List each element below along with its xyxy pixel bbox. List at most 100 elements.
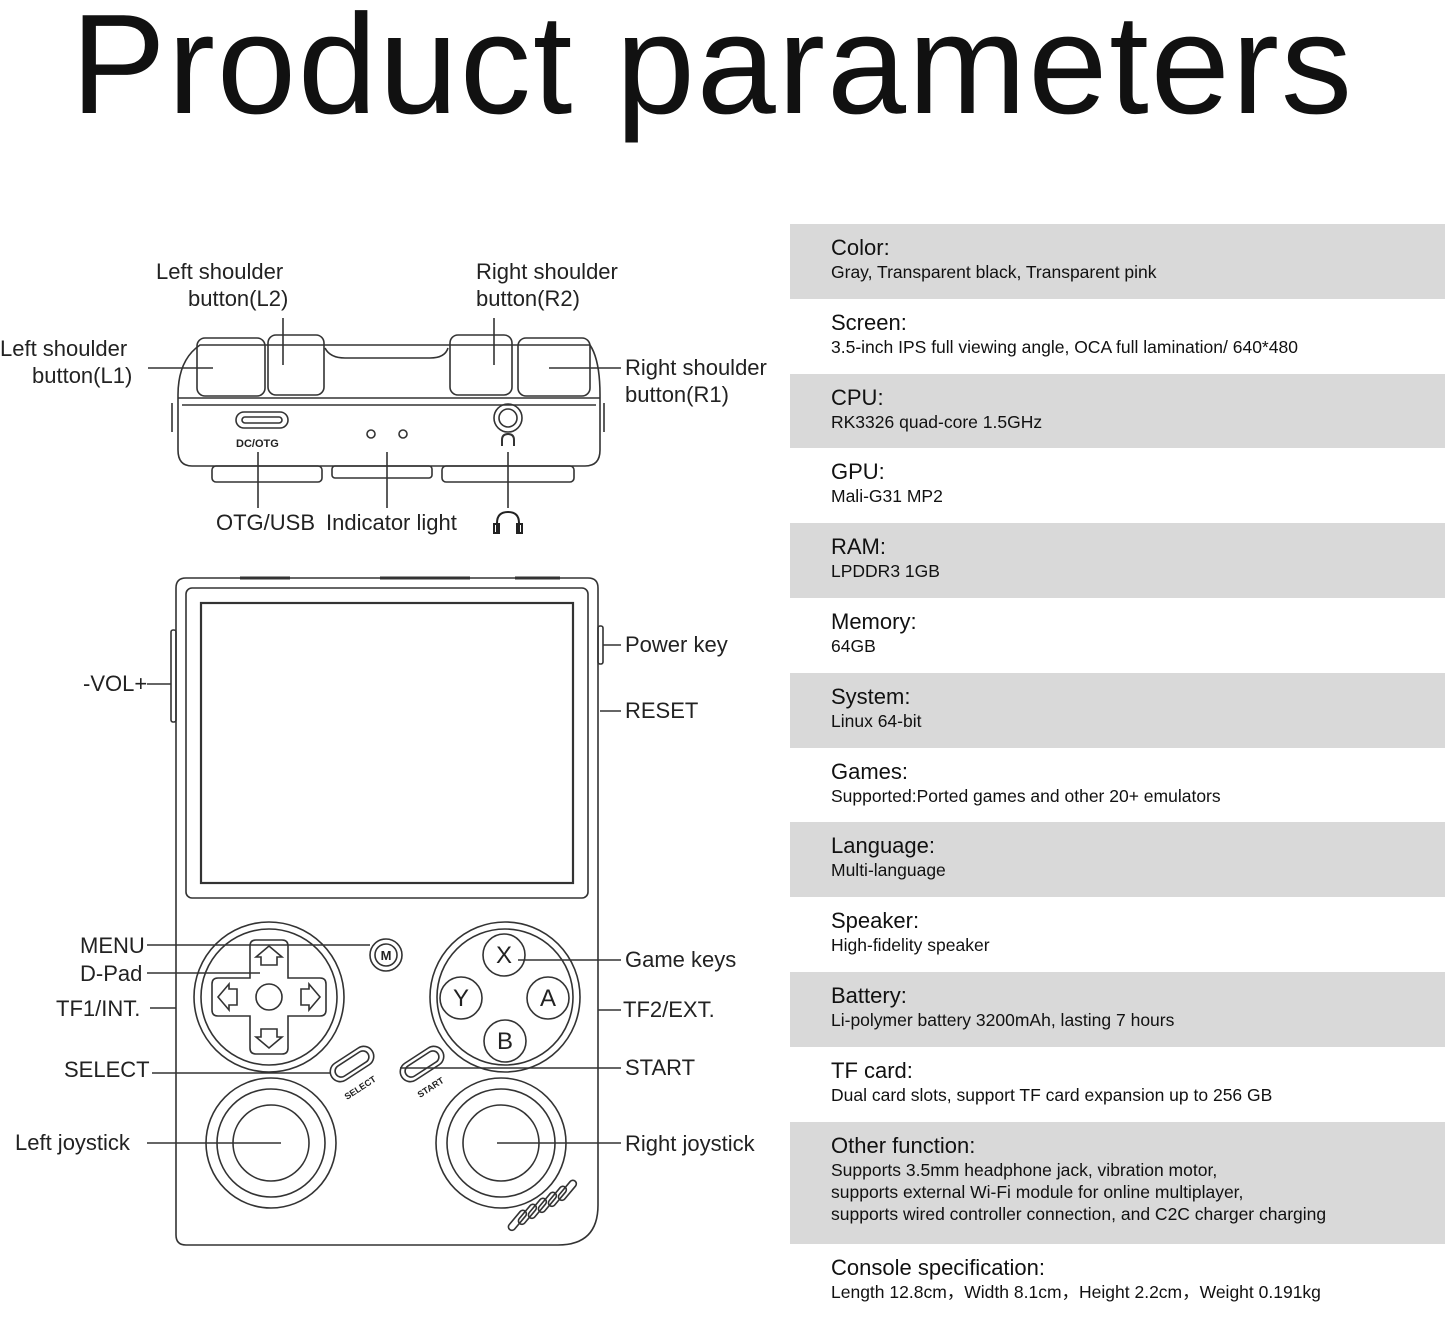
l2-button bbox=[267, 334, 325, 396]
r2-button bbox=[449, 334, 513, 396]
label-reset: RESET bbox=[625, 698, 698, 723]
b-button-letter: B bbox=[497, 1028, 513, 1055]
label-power-key: Power key bbox=[625, 632, 728, 657]
spec-value: Length 12.8cm，Width 8.1cm，Height 2.2cm，W… bbox=[831, 1281, 1321, 1302]
l1-button bbox=[196, 337, 266, 397]
spec-label: Battery: bbox=[831, 982, 907, 1008]
spec-row-battery: Battery: Li-polymer battery 3200mAh, las… bbox=[790, 971, 1445, 1047]
headphone-icon-small bbox=[501, 432, 515, 446]
left-arrow-icon bbox=[216, 981, 238, 1013]
spec-value: Supports 3.5mm headphone jack, vibration… bbox=[831, 1159, 1327, 1224]
headphone-icon bbox=[493, 510, 523, 534]
down-arrow-icon bbox=[253, 1028, 285, 1050]
label-l2-line1: Left shoulder bbox=[156, 259, 283, 284]
spec-label: CPU: bbox=[831, 384, 884, 410]
a-button-letter: A bbox=[540, 985, 556, 1012]
spec-row-system: System: Linux 64-bit bbox=[790, 672, 1445, 748]
spec-row-console-specification: Console specification: Length 12.8cm，Wid… bbox=[790, 1244, 1445, 1318]
select-button bbox=[329, 1045, 375, 1083]
spec-label: GPU: bbox=[831, 459, 885, 485]
label-r1-line2: button(R1) bbox=[625, 382, 729, 407]
right-arrow-icon bbox=[300, 981, 322, 1013]
screen-bezel bbox=[185, 587, 589, 899]
label-tf2: TF2/EXT. bbox=[623, 997, 715, 1022]
speaker-grille bbox=[507, 1179, 578, 1232]
menu-button bbox=[369, 938, 403, 972]
spec-label: Speaker: bbox=[831, 908, 920, 934]
x-button bbox=[482, 933, 526, 977]
spec-value: Supported:Ported games and other 20+ emu… bbox=[831, 785, 1221, 806]
a-button bbox=[526, 976, 570, 1020]
volume-buttons bbox=[170, 629, 177, 723]
spec-label: Language: bbox=[831, 833, 935, 859]
label-r2-line1: Right shoulder bbox=[476, 259, 618, 284]
spec-row-tf-card: TF card: Dual card slots, support TF car… bbox=[790, 1047, 1445, 1122]
label-right-joystick: Right joystick bbox=[625, 1131, 756, 1156]
spec-value: 64GB bbox=[831, 635, 876, 656]
menu-button-letter: M bbox=[381, 948, 392, 963]
label-vol: -VOL+ bbox=[83, 671, 147, 696]
spec-row-other-function: Other function: Supports 3.5mm headphone… bbox=[790, 1121, 1445, 1244]
spec-row-screen: Screen: 3.5-inch IPS full viewing angle,… bbox=[790, 299, 1445, 374]
d-pad bbox=[193, 921, 345, 1073]
spec-value: RK3326 quad-core 1.5GHz bbox=[831, 411, 1043, 432]
headphone-jack bbox=[493, 403, 523, 433]
label-l1-line2: button(L1) bbox=[32, 363, 132, 388]
label-tf1: TF1/INT. bbox=[56, 996, 140, 1021]
spec-value: Multi-language bbox=[831, 860, 946, 881]
spec-row-speaker: Speaker: High-fidelity speaker bbox=[790, 897, 1445, 972]
start-button bbox=[399, 1045, 445, 1083]
spec-value: Li-polymer battery 3200mAh, lasting 7 ho… bbox=[831, 1009, 1175, 1030]
x-button-letter: X bbox=[496, 942, 512, 969]
y-button-letter: Y bbox=[453, 985, 469, 1012]
label-left-joystick: Left joystick bbox=[15, 1130, 131, 1155]
spec-value: Gray, Transparent black, Transparent pin… bbox=[831, 262, 1157, 282]
y-button bbox=[439, 976, 483, 1020]
spec-value: Mali-G31 MP2 bbox=[831, 486, 943, 507]
spec-row-ram: RAM: LPDDR3 1GB bbox=[790, 523, 1445, 598]
spec-label: System: bbox=[831, 683, 911, 709]
spec-value: Dual card slots, support TF card expansi… bbox=[831, 1084, 1273, 1105]
spec-row-language: Language: Multi-language bbox=[790, 822, 1445, 898]
indicator-light-2 bbox=[398, 429, 408, 439]
spec-row-games: Games: Supported:Ported games and other … bbox=[790, 748, 1445, 823]
spec-value: 3.5-inch IPS full viewing angle, OCA ful… bbox=[831, 336, 1298, 357]
top-view-device bbox=[171, 334, 605, 483]
spec-label: Memory: bbox=[831, 608, 917, 634]
spec-label: Color: bbox=[831, 235, 890, 260]
spec-label: Other function: bbox=[831, 1132, 976, 1158]
face-buttons bbox=[429, 921, 581, 1073]
spec-row-memory: Memory: 64GB bbox=[790, 598, 1445, 673]
label-dc-otg: DC/OTG bbox=[236, 438, 279, 450]
start-button-text: START bbox=[416, 1075, 446, 1100]
front-view-device bbox=[170, 576, 604, 1246]
spec-table: Color: Gray, Transparent black, Transpar… bbox=[790, 224, 1445, 1318]
label-dpad: D-Pad bbox=[80, 961, 142, 986]
label-menu: MENU bbox=[80, 933, 145, 958]
spec-row-gpu: GPU: Mali-G31 MP2 bbox=[790, 448, 1445, 523]
indicator-light-1 bbox=[366, 429, 376, 439]
page-title: Product parameters bbox=[70, 0, 1354, 144]
label-select: SELECT bbox=[64, 1057, 150, 1082]
spec-label: TF card: bbox=[831, 1057, 913, 1083]
label-start: START bbox=[625, 1055, 695, 1080]
label-r2-line2: button(R2) bbox=[476, 286, 580, 311]
screen bbox=[199, 601, 575, 885]
label-l2-line2: button(L2) bbox=[188, 286, 288, 311]
r1-button bbox=[517, 337, 591, 397]
usb-c-port bbox=[235, 411, 289, 429]
spec-row-cpu: CPU: RK3326 quad-core 1.5GHz bbox=[790, 373, 1445, 449]
label-otg-usb: OTG/USB bbox=[216, 510, 315, 535]
b-button bbox=[483, 1019, 527, 1063]
label-r1-line1: Right shoulder bbox=[625, 355, 767, 380]
spec-row-color: Color: Gray, Transparent black, Transpar… bbox=[790, 224, 1445, 299]
spec-label: RAM: bbox=[831, 534, 886, 560]
spec-value: High-fidelity speaker bbox=[831, 935, 990, 956]
spec-value: LPDDR3 1GB bbox=[831, 561, 940, 582]
device-diagram: Left shoulder button(L2) Right shoulder … bbox=[0, 259, 767, 1246]
spec-label: Games: bbox=[831, 758, 909, 784]
label-l1-line1: Left shoulder bbox=[0, 336, 127, 361]
label-game-keys: Game keys bbox=[625, 947, 736, 972]
spec-label: Console specification: bbox=[831, 1254, 1046, 1280]
spec-label: Screen: bbox=[831, 309, 907, 335]
